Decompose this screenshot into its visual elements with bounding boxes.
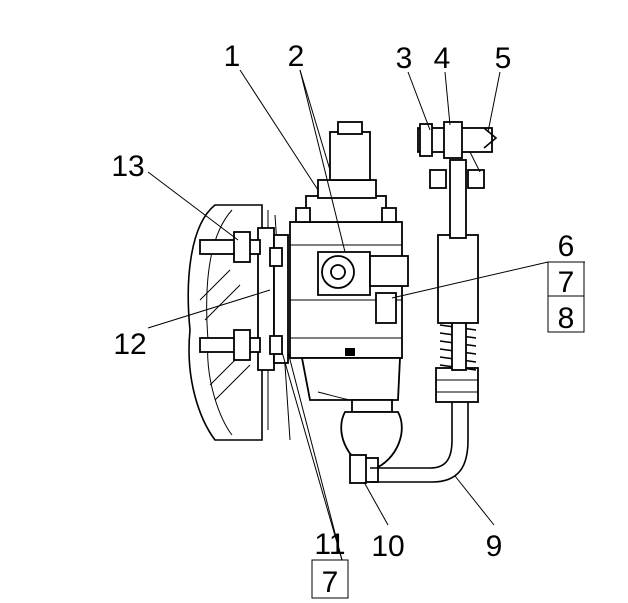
callout-3: 3 bbox=[396, 42, 413, 75]
callout-13: 13 bbox=[111, 150, 144, 183]
callout-6: 6 bbox=[558, 230, 575, 263]
bent-tube bbox=[370, 400, 469, 483]
nut-10 bbox=[349, 454, 367, 484]
callout-9: 9 bbox=[486, 530, 503, 563]
top-clevis bbox=[417, 121, 498, 189]
callout-11: 11 bbox=[314, 528, 345, 561]
fork-clevis bbox=[317, 251, 409, 324]
callout-10: 10 bbox=[371, 530, 404, 563]
callout-2: 2 bbox=[288, 40, 305, 73]
callout-5: 5 bbox=[495, 42, 512, 75]
callout-labels: 1 2 3 4 5 6 7 8 9 10 11 7 12 13 bbox=[111, 40, 574, 599]
callout-7-bottom: 7 bbox=[322, 566, 339, 599]
top-fitting bbox=[329, 121, 371, 181]
callout-boxes bbox=[311, 261, 585, 599]
callout-7-box: 7 bbox=[558, 266, 575, 299]
callout-1: 1 bbox=[224, 40, 241, 73]
spring bbox=[439, 319, 477, 371]
mounting-bolts bbox=[199, 231, 283, 361]
callout-8: 8 bbox=[558, 302, 575, 335]
tube-nut bbox=[435, 367, 479, 403]
rod bbox=[437, 159, 479, 324]
callout-12: 12 bbox=[113, 328, 146, 361]
callout-4: 4 bbox=[434, 42, 451, 75]
